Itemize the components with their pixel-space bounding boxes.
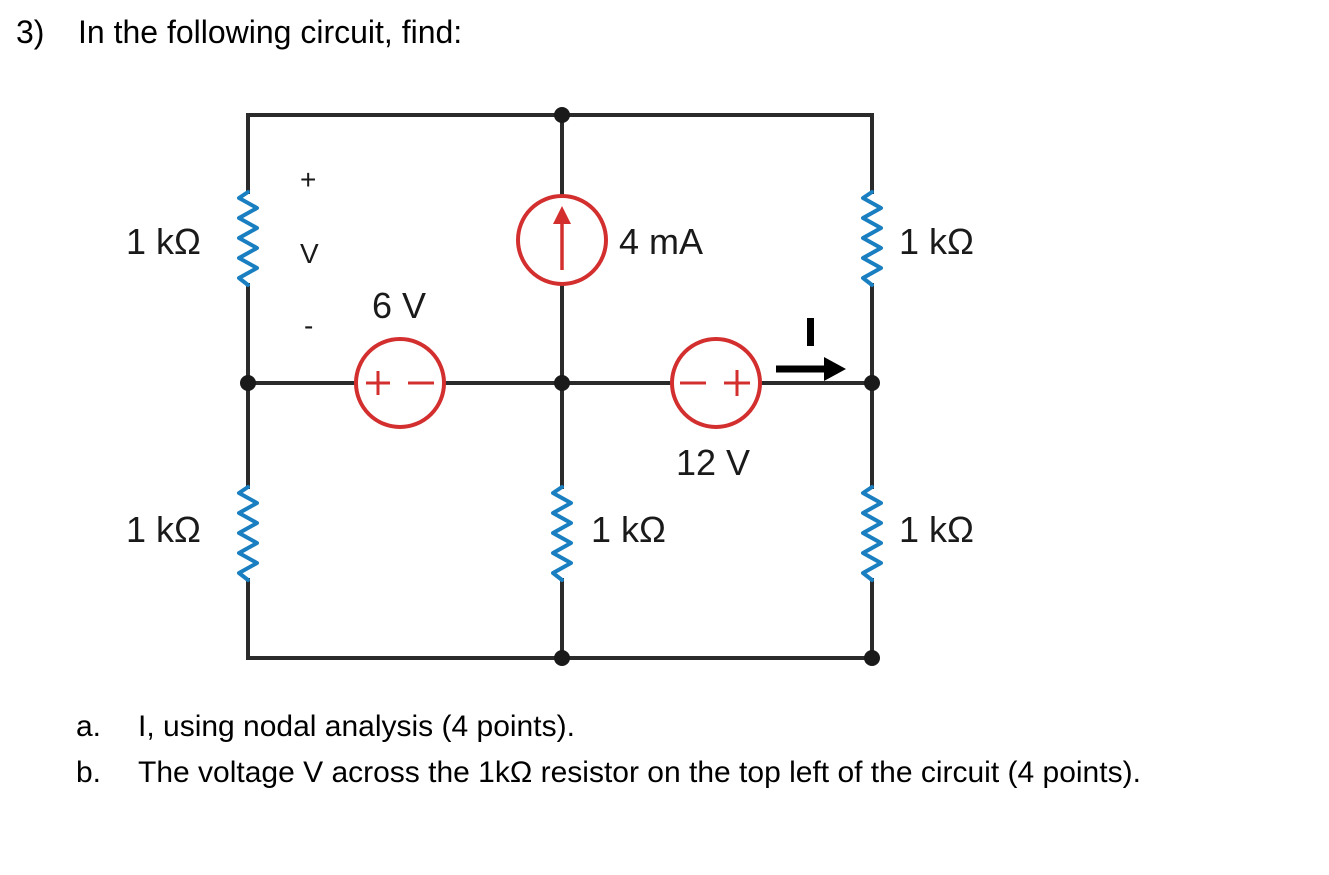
node-bottom-right (864, 650, 880, 666)
part-b-text: The voltage V across the 1kΩ resistor on… (138, 756, 1141, 789)
node-mid-left (240, 375, 256, 391)
nodes (240, 107, 880, 666)
label-v-minus: - (304, 310, 313, 341)
circuit-diagram: 1 kΩ 1 kΩ 1 kΩ 1 kΩ 1 kΩ + V - 6 V 4 mA … (126, 107, 974, 666)
label-4ma: 4 mA (619, 221, 703, 262)
resistor-top-right (861, 190, 883, 287)
question-title: 3) In the following circuit, find: (16, 14, 462, 51)
label-r-top-left: 1 kΩ (126, 221, 201, 262)
current-arrow-I (776, 318, 846, 381)
part-a: a. I, using nodal analysis (4 points). (76, 704, 1141, 750)
node-top-middle (554, 107, 570, 123)
label-r-bottom-right: 1 kΩ (899, 509, 974, 550)
node-bottom-middle (554, 650, 570, 666)
labels: 1 kΩ 1 kΩ 1 kΩ 1 kΩ 1 kΩ + V - 6 V 4 mA … (126, 164, 974, 550)
part-a-text: I, using nodal analysis (4 points). (138, 710, 575, 743)
resistor-bottom-left (237, 485, 259, 582)
resistors (237, 190, 883, 582)
label-r-bottom-left: 1 kΩ (126, 509, 201, 550)
voltage-source-6v (354, 337, 446, 429)
resistor-top-left (237, 190, 259, 287)
question-text: In the following circuit, find: (78, 14, 463, 50)
label-v-name: V (300, 238, 319, 269)
resistor-bottom-middle (551, 485, 573, 582)
part-b-marker: b. (76, 756, 102, 789)
node-mid-right (864, 375, 880, 391)
question-number: 3) (16, 14, 45, 50)
label-v-plus: + (300, 164, 316, 195)
label-r-top-right: 1 kΩ (899, 221, 974, 262)
current-source-4ma (516, 194, 608, 286)
label-12v: 12 V (676, 442, 750, 483)
node-mid-middle (554, 375, 570, 391)
voltage-source-12v (670, 337, 762, 429)
label-r-bottom-middle: 1 kΩ (591, 509, 666, 550)
part-a-marker: a. (76, 710, 102, 743)
question-parts: a. I, using nodal analysis (4 points). b.… (76, 704, 1141, 796)
label-6v: 6 V (372, 285, 426, 326)
resistor-bottom-right (861, 485, 883, 582)
part-b: b. The voltage V across the 1kΩ resistor … (76, 750, 1141, 796)
